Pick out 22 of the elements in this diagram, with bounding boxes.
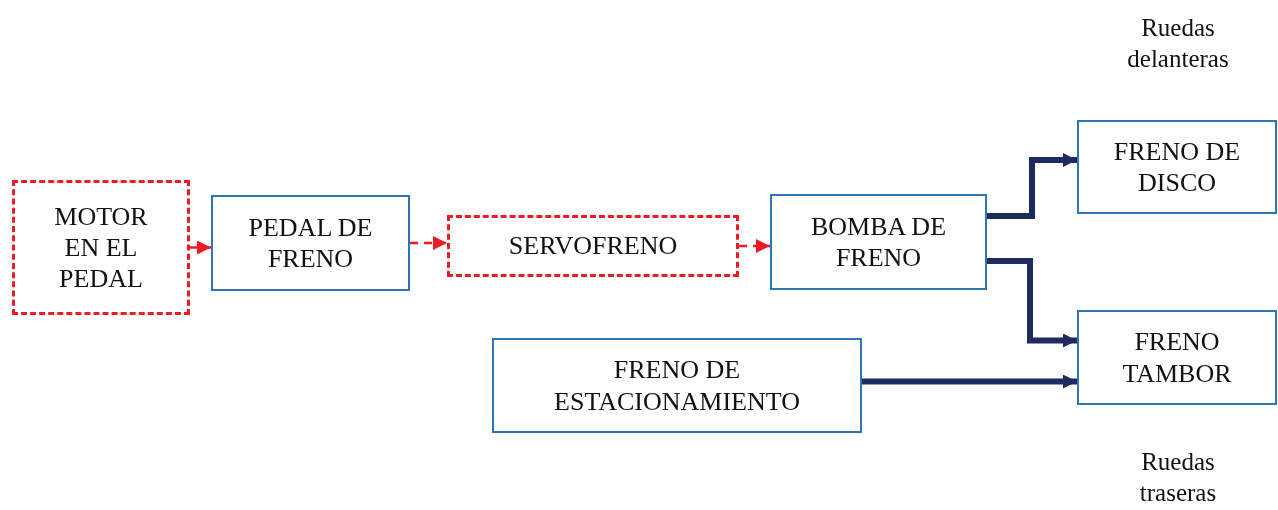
arrow: [190, 240, 211, 255]
arrow: [410, 236, 447, 250]
process-box: [211, 195, 410, 291]
process-box: [1077, 310, 1277, 405]
caption-text: Ruedas traseras: [1138, 447, 1218, 509]
arrow: [862, 374, 1077, 389]
arrow: [739, 239, 770, 253]
box-label: FRENO DE DISCO: [1112, 135, 1242, 199]
box-label: BOMBA DE FRENO: [809, 210, 948, 274]
arrow: [987, 258, 1077, 348]
process-box: [492, 338, 862, 433]
box-label: PEDAL DE FRENO: [247, 211, 374, 275]
process-box: [770, 194, 987, 290]
box-label: FRENO TAMBOR: [1121, 326, 1233, 389]
caption-text: Ruedas delanteras: [1126, 13, 1230, 75]
process-box: [1077, 120, 1277, 214]
process-box: [447, 215, 739, 277]
process-box: [12, 180, 190, 315]
box-label: SERVOFRENO: [508, 230, 678, 262]
box-label: MOTOR EN EL PEDAL: [53, 200, 149, 295]
box-label: FRENO DE ESTACIONAMIENTO: [553, 354, 801, 417]
arrow: [987, 153, 1077, 219]
